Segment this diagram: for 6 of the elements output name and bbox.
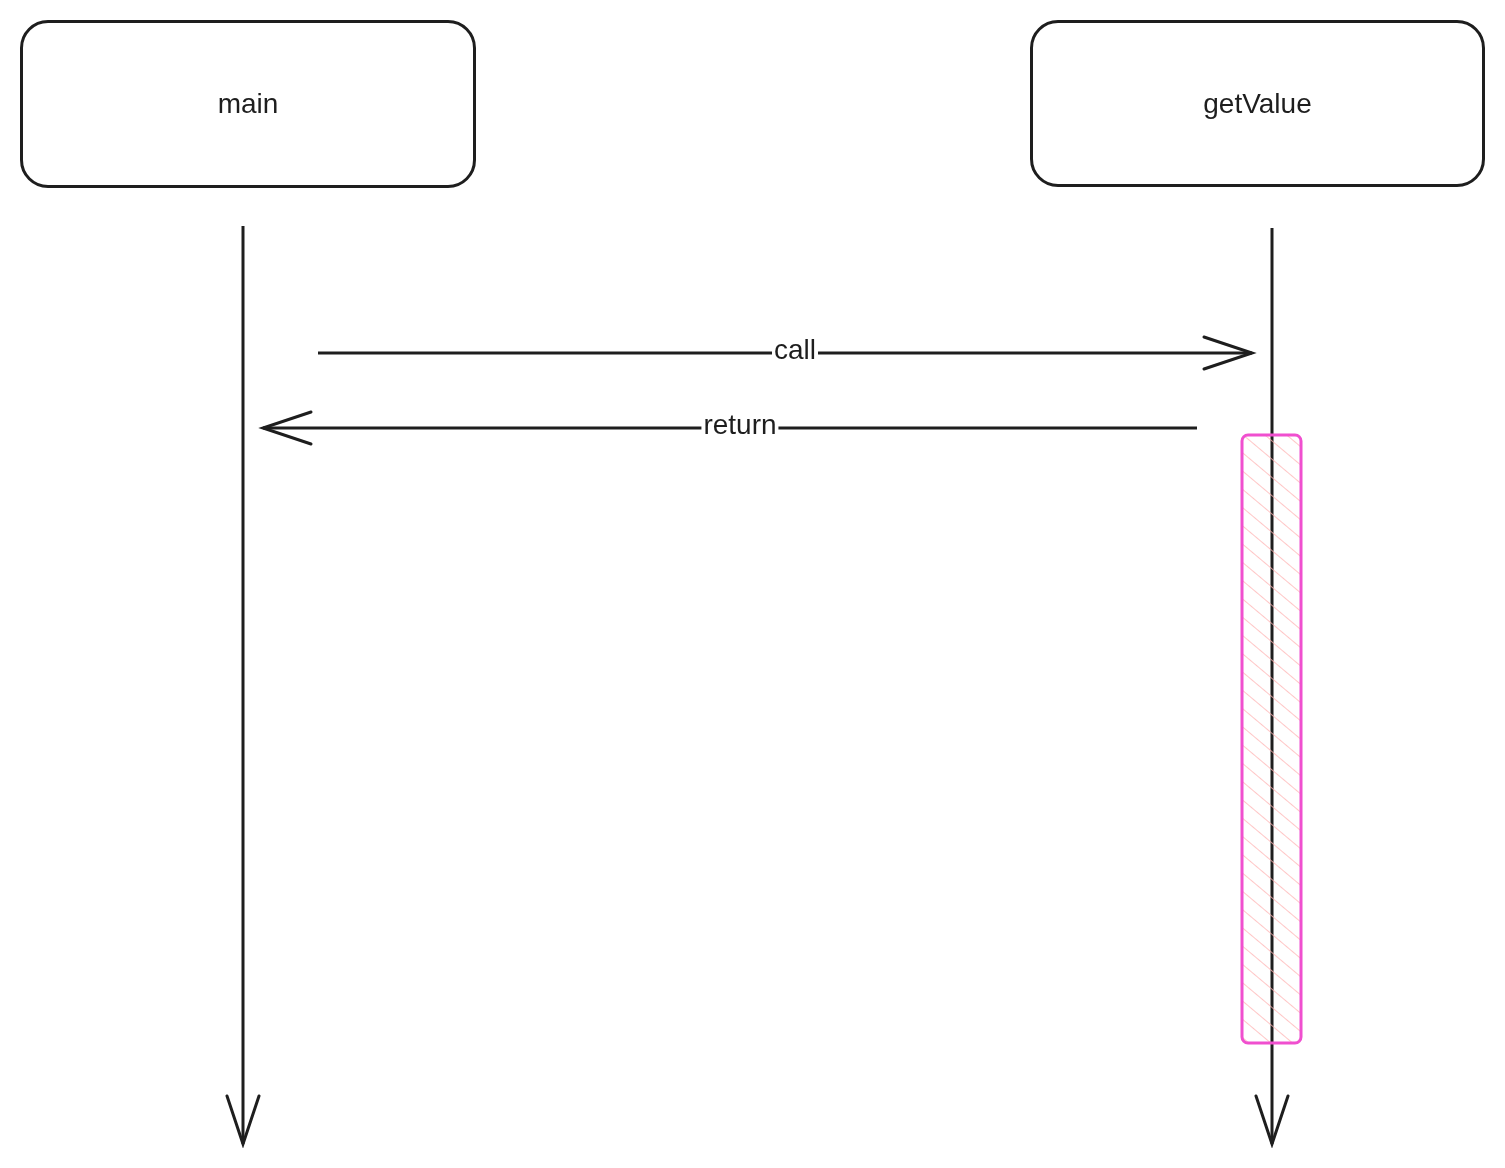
participant-name: main [217, 87, 279, 121]
participant-box [1030, 20, 1485, 187]
message-arrow [318, 335, 1254, 371]
participant-box [20, 20, 476, 188]
message-arrow [261, 410, 1197, 446]
participant-name: getValue [1203, 86, 1312, 121]
